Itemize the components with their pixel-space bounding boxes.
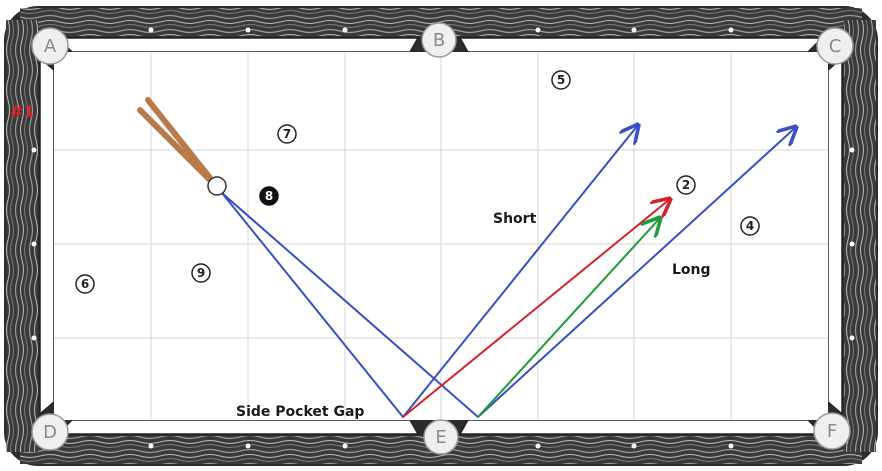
pocket-f-label: F [827, 421, 837, 442]
pocket-d: D [31, 413, 69, 451]
object-balls: 5 7 8 2 4 9 6 [75, 70, 760, 294]
ball-2-label: 2 [682, 178, 690, 192]
table-cushions [39, 37, 843, 435]
cushion-top-right [458, 37, 824, 53]
ball-4-label: 4 [746, 219, 754, 233]
cue-stick [137, 97, 215, 185]
diagram-tag: #1 [10, 102, 35, 121]
ball-9-label: 9 [197, 266, 205, 280]
rail-diamonds [31, 27, 855, 449]
shot-paths [221, 125, 796, 418]
table-grid [54, 52, 828, 420]
pocket-a-label: A [44, 36, 57, 57]
pocket-b-label: B [433, 30, 445, 51]
pockets: A B C D E F [31, 22, 854, 455]
cushion-top-left [56, 37, 420, 53]
ball-5: 5 [551, 70, 571, 90]
ball-8: 8 [259, 186, 279, 206]
ball-2: 2 [676, 175, 696, 195]
ball-6-label: 6 [81, 277, 89, 291]
rail-right [844, 20, 876, 452]
pocket-d-label: D [43, 422, 57, 443]
cushion-bottom-right [458, 419, 824, 435]
cue-ball [207, 176, 227, 196]
ball-7: 7 [277, 124, 297, 144]
green-path [477, 218, 660, 418]
pocket-c: C [816, 27, 854, 65]
cue-stick-ghost [145, 97, 213, 181]
ball-7-label: 7 [283, 127, 291, 141]
pocket-e-label: E [435, 427, 446, 448]
pocket-c-label: C [829, 36, 842, 57]
blue-path-cue-to-gap [221, 192, 404, 418]
ball-8-label: 8 [265, 189, 273, 203]
cushion-left [39, 56, 55, 416]
ball-5-label: 5 [557, 73, 565, 87]
pocket-b: B [421, 22, 457, 58]
blue-path-short [402, 125, 638, 418]
rail-left [6, 20, 38, 452]
cushion-right [827, 56, 843, 416]
ball-9: 9 [191, 263, 211, 283]
ball-6: 6 [75, 274, 95, 294]
blue-path-long [477, 127, 796, 418]
ball-4: 4 [740, 216, 760, 236]
label-long: Long [672, 262, 711, 278]
label-short: Short [493, 211, 537, 227]
pocket-e: E [423, 419, 459, 455]
red-path [402, 199, 670, 418]
label-side-pocket-gap: Side Pocket Gap [236, 404, 364, 420]
blue-path-cue-to-e [221, 192, 479, 418]
pocket-a: A [31, 27, 69, 65]
pocket-f: F [813, 412, 851, 450]
cushion-bottom-left [56, 419, 420, 435]
